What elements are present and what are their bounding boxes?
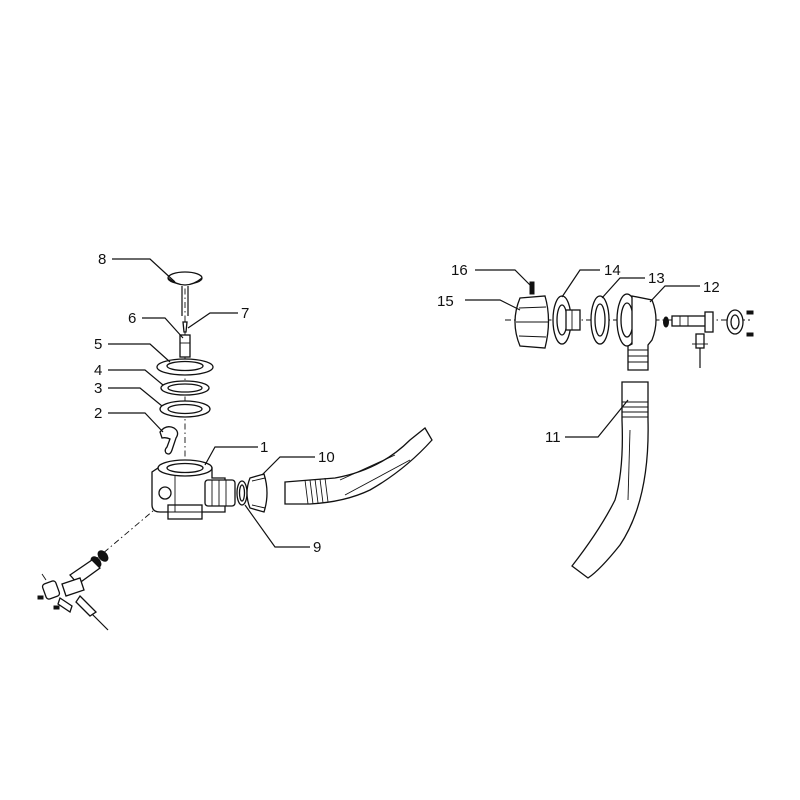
part-11-hose: [571, 381, 649, 579]
callout-5: 5: [94, 336, 102, 353]
part-10-nut: [246, 473, 268, 513]
callout-2: 2: [94, 405, 102, 422]
leader-lines: [108, 258, 700, 548]
callout-4: 4: [94, 362, 102, 379]
callout-6: 6: [128, 310, 136, 327]
callout-12: 12: [703, 279, 720, 296]
callout-1: 1: [260, 439, 268, 456]
part-2-clip: [159, 426, 179, 455]
callout-3: 3: [94, 380, 102, 397]
lever-mechanism: [37, 550, 109, 631]
callout-13: 13: [648, 270, 665, 287]
part-16-screw: [529, 281, 535, 295]
part-8-stopper: [167, 271, 203, 316]
part-1-body: [151, 459, 236, 520]
right-actuator-parts: [663, 309, 754, 368]
callout-labels: 8 6 7 5 4 3 2 1 10 9 16 15 14 13 12 11: [94, 251, 720, 556]
part-15-cap: [514, 295, 550, 349]
callout-9: 9: [313, 539, 321, 556]
part-6-7-pin: [179, 321, 191, 358]
callout-8: 8: [98, 251, 106, 268]
part-4-washer: [160, 380, 210, 396]
callout-14: 14: [604, 262, 621, 279]
callout-7: 7: [241, 305, 249, 322]
callout-16: 16: [451, 262, 468, 279]
part-3-gasket: [159, 400, 211, 418]
part-14-face: [552, 295, 581, 345]
part-12-elbow: [616, 293, 657, 371]
left-hose: [284, 427, 433, 505]
part-5-flange: [156, 358, 214, 376]
callout-10: 10: [318, 449, 335, 466]
part-9-oring: [236, 480, 248, 506]
lever-axis-line: [94, 504, 161, 561]
callout-11: 11: [545, 429, 561, 446]
callout-15: 15: [437, 293, 454, 310]
part-13-washer: [590, 295, 610, 345]
